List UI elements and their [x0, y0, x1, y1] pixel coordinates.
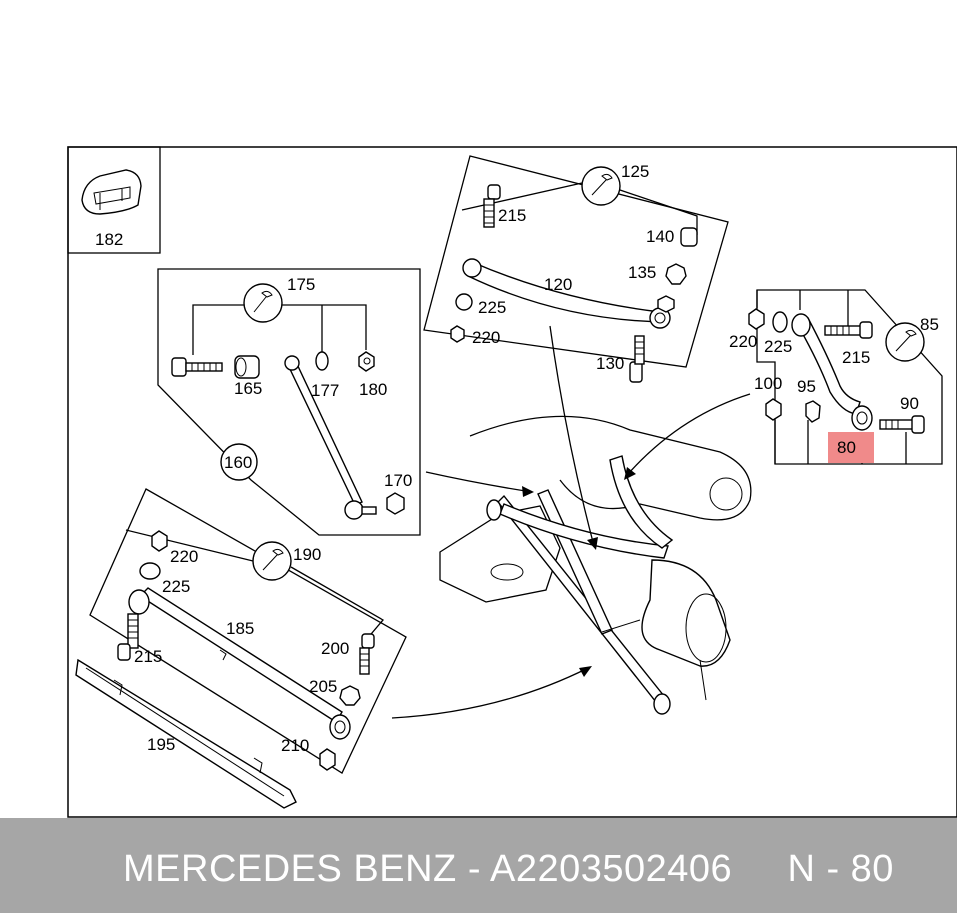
label-95: 95 — [797, 377, 816, 396]
bolt-part-90 — [879, 415, 925, 434]
bolt-part-200 — [359, 633, 375, 675]
label-165: 165 — [234, 379, 262, 398]
label-130: 130 — [596, 354, 624, 373]
highlight-80 — [828, 432, 874, 463]
label-215-right: 215 — [842, 348, 870, 367]
label-120: 120 — [544, 275, 572, 294]
washer-225-upper — [455, 293, 473, 311]
label-215-lower: 215 — [134, 647, 162, 666]
label-85: 85 — [920, 315, 939, 334]
label-225-lower: 225 — [162, 577, 190, 596]
nut-210 — [319, 748, 336, 771]
bar-part-195 — [75, 658, 297, 809]
label-210: 210 — [281, 736, 309, 755]
bolt-part-215-lower — [117, 613, 139, 661]
label-205: 205 — [309, 677, 337, 696]
label-177: 177 — [311, 381, 339, 400]
arm-part-185 — [128, 587, 351, 740]
label-125: 125 — [621, 162, 649, 181]
label-190: 190 — [293, 545, 321, 564]
suspension-assembly — [439, 415, 752, 715]
label-160: 160 — [224, 453, 252, 472]
washer-205 — [339, 685, 361, 706]
nut-140 — [680, 227, 698, 247]
box-190 — [89, 488, 407, 774]
bolt-part-215-upper — [483, 184, 501, 228]
label-182: 182 — [95, 230, 123, 249]
box-175 — [157, 268, 421, 536]
nut-220-upper — [450, 325, 465, 343]
label-220-right: 220 — [729, 332, 757, 351]
arm-part-80 — [791, 313, 873, 431]
diagram-border — [67, 146, 957, 818]
label-220-lower: 220 — [170, 547, 198, 566]
bolt-part-165 — [171, 355, 260, 379]
label-185: 185 — [226, 619, 254, 638]
label-140: 140 — [646, 227, 674, 246]
washer-225-lower — [139, 562, 161, 580]
washer-225-right — [772, 311, 788, 333]
callout-160 — [220, 443, 258, 481]
label-180: 180 — [359, 380, 387, 399]
label-220-upper: 220 — [472, 328, 500, 347]
label-215-upper: 215 — [498, 206, 526, 225]
footer-brand: MERCEDES BENZ — [123, 848, 457, 890]
washer-135 — [665, 263, 687, 285]
label-100: 100 — [754, 374, 782, 393]
nut-220-lower — [151, 530, 168, 552]
arm-part-120 — [462, 258, 675, 329]
washer-95 — [805, 400, 821, 423]
wrench-icon-175 — [243, 283, 283, 323]
leader-arrows — [391, 325, 751, 719]
label-170: 170 — [384, 471, 412, 490]
box-125 — [423, 155, 729, 368]
label-80: 80 — [837, 438, 856, 457]
box-85 — [756, 289, 943, 465]
bolt-part-130 — [629, 335, 645, 383]
nut-220-right — [748, 308, 765, 330]
label-195: 195 — [147, 735, 175, 754]
label-135: 135 — [628, 263, 656, 282]
clip-part-182 — [81, 169, 142, 215]
link-part-177 — [284, 351, 405, 520]
footer-separator: - — [467, 848, 481, 890]
footer-position-label: N - 80 — [787, 848, 894, 890]
label-225-upper: 225 — [478, 298, 506, 317]
label-90: 90 — [900, 394, 919, 413]
box-182 — [67, 146, 161, 254]
bolt-part-215-right — [824, 321, 873, 339]
footer-bar — [0, 818, 957, 913]
nut-100 — [765, 398, 782, 421]
label-225-right: 225 — [764, 337, 792, 356]
label-200: 200 — [321, 639, 349, 658]
label-175: 175 — [287, 275, 315, 294]
footer-caption: MERCEDES BENZ - A2203502406 N - 80 — [123, 848, 894, 891]
footer-part-number: A2203502406 — [489, 848, 733, 890]
parts-diagram: 182 175 165 177 180 160 170 125 215 140 … — [67, 146, 957, 818]
